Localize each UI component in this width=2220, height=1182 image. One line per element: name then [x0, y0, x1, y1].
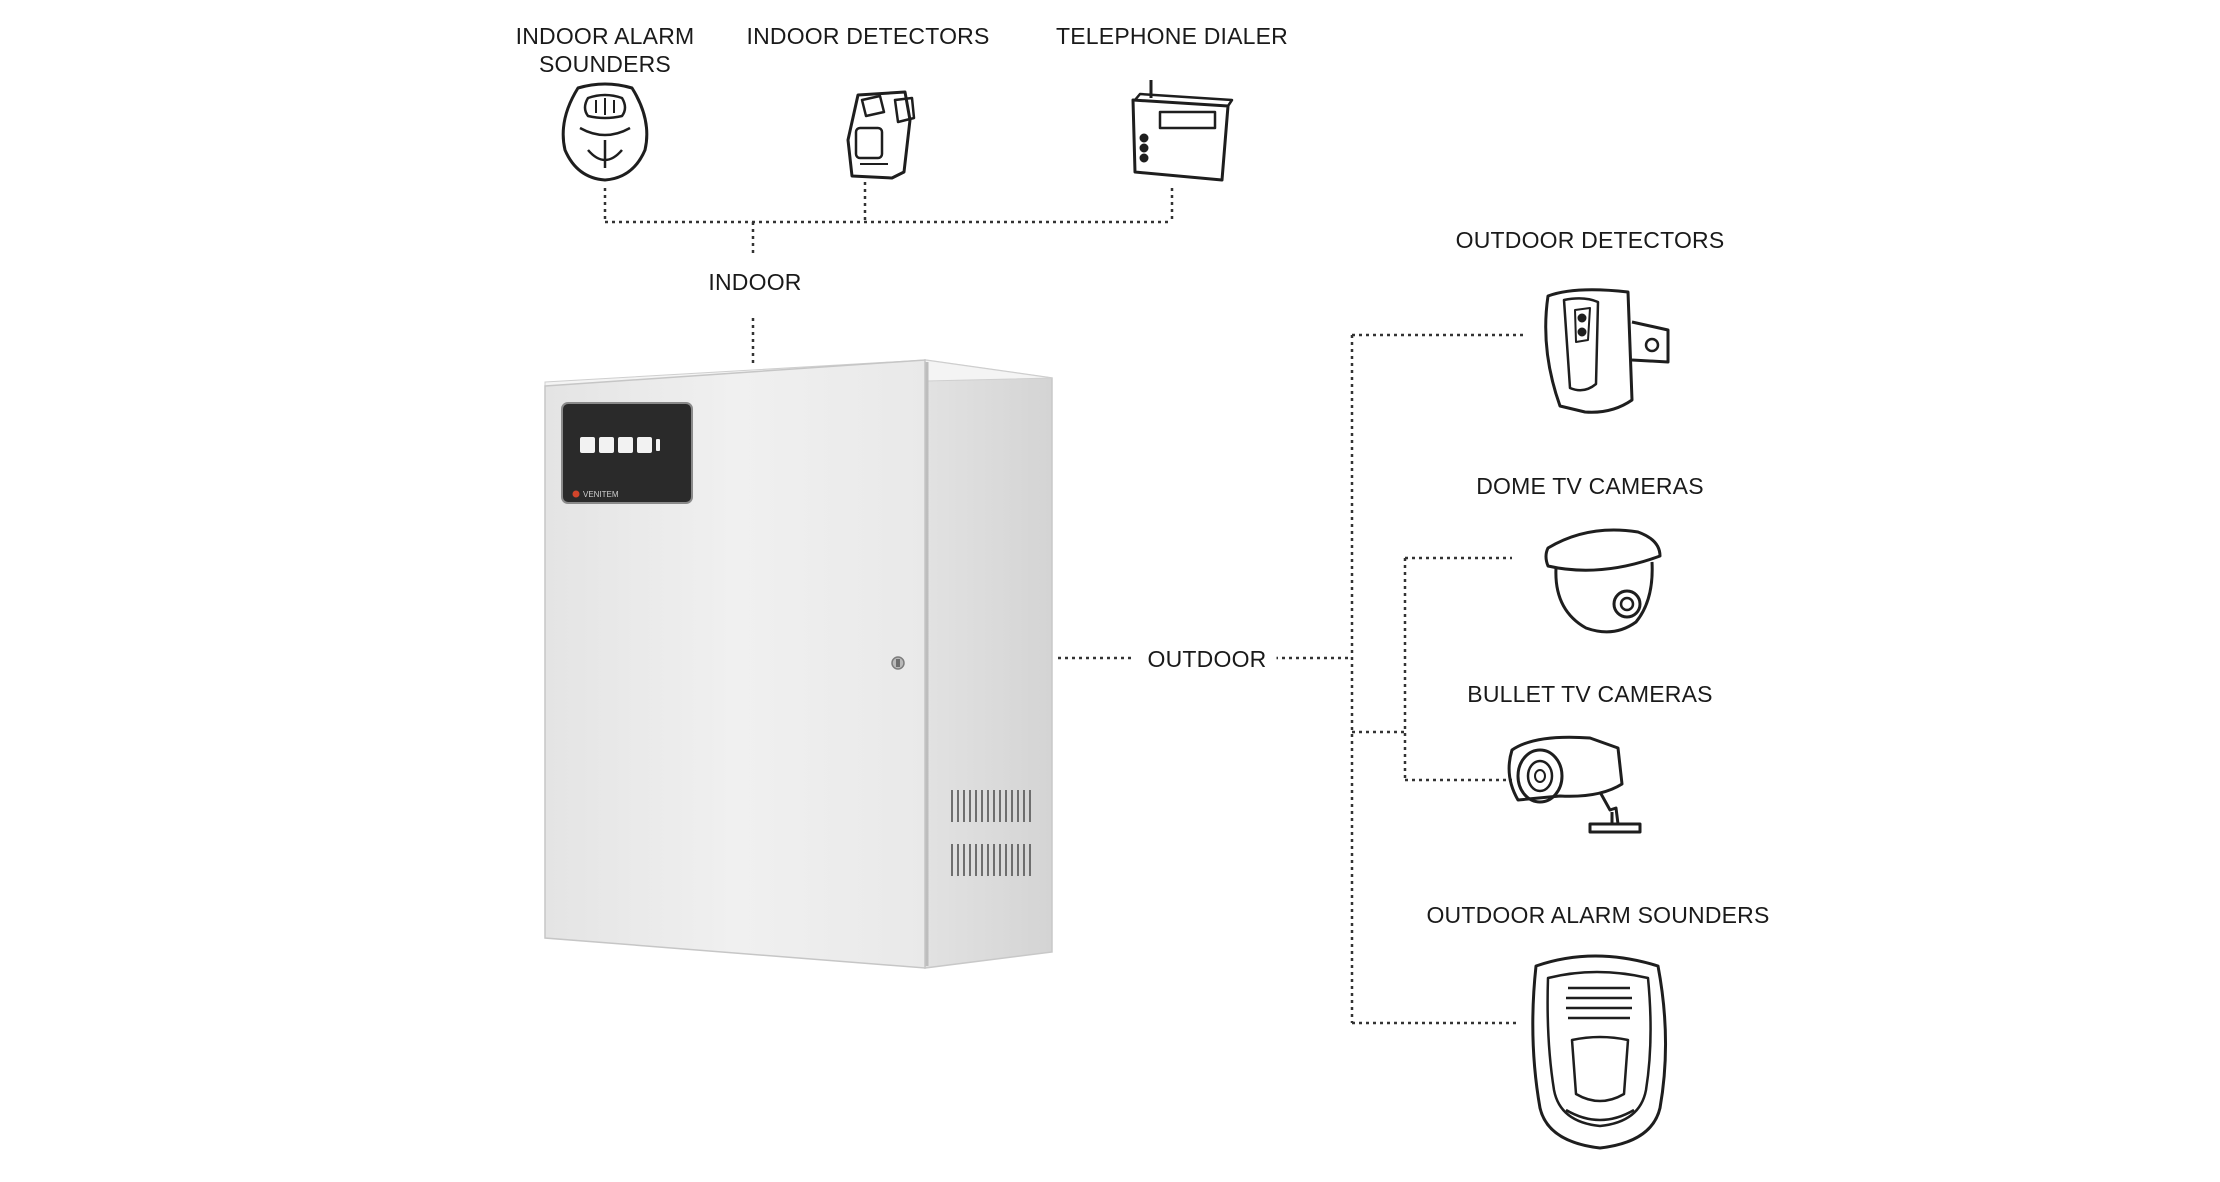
panel-indicators — [580, 437, 660, 453]
outdoor-siren-icon — [1531, 954, 1667, 1150]
bullet-tv-cameras-label: BULLET TV CAMERAS — [1467, 681, 1713, 707]
telephone-dialer-icon — [1131, 80, 1234, 182]
indoor-detectors-label: INDOOR DETECTORS — [746, 23, 990, 49]
cabinet-front-door — [544, 359, 926, 969]
outdoor-alarm-sounders-label: OUTDOOR ALARM SOUNDERS — [1426, 902, 1770, 928]
indoor-label: INDOOR — [698, 268, 812, 296]
door-lock-icon — [891, 656, 905, 670]
pir-detector-icon — [846, 90, 916, 180]
indoor-siren-icon — [561, 82, 649, 182]
indicator-1 — [580, 437, 595, 453]
connector-lines — [603, 182, 1524, 1025]
indicator-5 — [656, 439, 660, 451]
dome-camera-icon — [1544, 528, 1662, 634]
indicator-3 — [618, 437, 633, 453]
dome-tv-cameras-label: DOME TV CAMERAS — [1476, 473, 1704, 499]
cabinet-side-panel — [924, 359, 1053, 969]
indicator-2 — [599, 437, 614, 453]
ventilation-grille-lower — [951, 844, 1031, 876]
outdoor-detectors-label: OUTDOOR DETECTORS — [1455, 227, 1725, 253]
outdoor-detector-icon — [1544, 288, 1670, 414]
indoor-alarm-sounders-label: INDOOR ALARM SOUNDERS — [515, 23, 695, 77]
bullet-camera-icon — [1507, 735, 1642, 834]
outdoor-label: OUTDOOR — [1137, 645, 1277, 673]
control-cabinet: VENITEM — [544, 359, 1053, 969]
telephone-dialer-label: TELEPHONE DIALER — [1056, 23, 1288, 49]
ventilation-grille-upper — [951, 790, 1031, 822]
brand-logo: VENITEM — [583, 490, 619, 499]
indicator-4 — [637, 437, 652, 453]
brand-logo-mark — [572, 490, 580, 498]
